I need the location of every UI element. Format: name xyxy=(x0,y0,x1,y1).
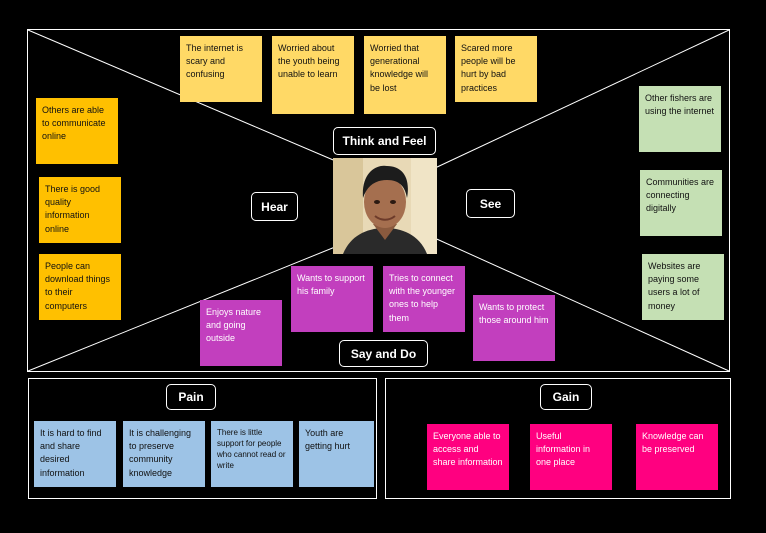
sticky-note: Others are able to communicate online xyxy=(36,98,118,164)
sticky-note: Scared more people will be hurt by bad p… xyxy=(455,36,537,102)
see-label: See xyxy=(466,189,515,218)
sticky-note: Wants to support his family xyxy=(291,266,373,332)
say-and-do-label: Say and Do xyxy=(339,340,428,367)
pain-section xyxy=(28,378,377,499)
gain-label: Gain xyxy=(540,384,592,410)
sticky-note: Enjoys nature and going outside xyxy=(200,300,282,366)
sticky-note: The internet is scary and confusing xyxy=(180,36,262,102)
sticky-note: Tries to connect with the younger ones t… xyxy=(383,266,465,332)
sticky-note: Worried about the youth being unable to … xyxy=(272,36,354,114)
empathy-map-frame xyxy=(27,29,730,372)
think-and-feel-label: Think and Feel xyxy=(333,127,436,155)
sticky-note: Knowledge can be preserved xyxy=(636,424,718,490)
persona-photo xyxy=(333,158,437,254)
sticky-note: Wants to protect those around him xyxy=(473,295,555,361)
sticky-note: It is hard to find and share desired inf… xyxy=(34,421,116,487)
pain-label: Pain xyxy=(166,384,216,410)
sticky-note: There is good quality information online xyxy=(39,177,121,243)
sticky-note: Websites are paying some users a lot of … xyxy=(642,254,724,320)
sticky-note: Other fishers are using the internet xyxy=(639,86,721,152)
sticky-note: Useful information in one place xyxy=(530,424,612,490)
sticky-note: It is challenging to preserve community … xyxy=(123,421,205,487)
hear-label: Hear xyxy=(251,192,298,221)
sticky-note: Worried that generational knowledge will… xyxy=(364,36,446,114)
gain-section xyxy=(385,378,731,499)
sticky-note: Youth are getting hurt xyxy=(299,421,374,487)
sticky-note: People can download things to their comp… xyxy=(39,254,121,320)
sticky-note: Everyone able to access and share inform… xyxy=(427,424,509,490)
sticky-note: There is little support for people who c… xyxy=(211,421,293,487)
sticky-note: Communities are connecting digitally xyxy=(640,170,722,236)
